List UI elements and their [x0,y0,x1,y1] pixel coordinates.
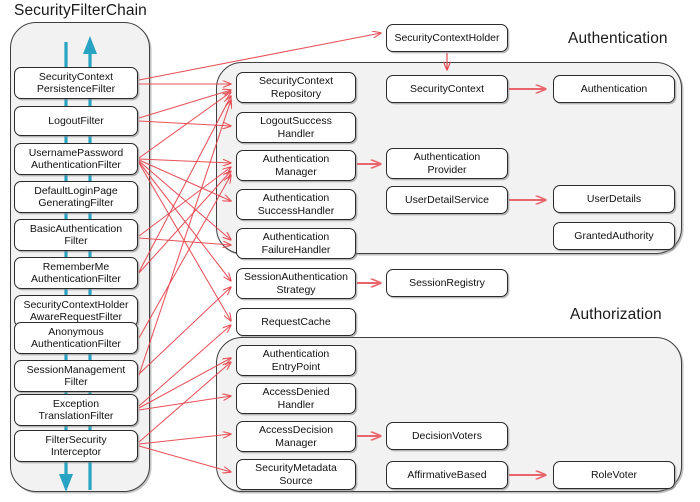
node-etf[interactable]: Exception TranslationFilter [14,394,138,426]
node-baf[interactable]: BasicAuthentication Filter [14,219,138,251]
node-lf[interactable]: LogoutFilter [14,106,138,136]
node-upaf[interactable]: UsernamePassword AuthenticationFilter [14,143,138,175]
node-aep[interactable]: Authentication EntryPoint [236,345,356,376]
node-ud[interactable]: UserDetails [553,185,675,213]
node-sms[interactable]: SecurityMetadata Source [236,459,356,490]
node-schrf[interactable]: SecurityContextHolder AwareRequestFilter [14,295,138,327]
node-ash[interactable]: Authentication SuccessHandler [236,189,356,220]
node-ga[interactable]: GrantedAuthority [553,222,675,250]
node-uds[interactable]: UserDetailService [386,186,508,214]
node-am[interactable]: Authentication Manager [236,150,356,181]
node-ap[interactable]: Authentication Provider [386,148,508,179]
node-afh[interactable]: Authentication FailureHandler [236,228,356,259]
node-fsi[interactable]: FilterSecurity Interceptor [14,430,138,462]
node-aaf[interactable]: Anonymous AuthenticationFilter [14,322,138,354]
authorization-title: Authorization [570,306,662,323]
node-ab[interactable]: AffirmativeBased [386,461,508,489]
node-sr[interactable]: SessionRegistry [386,269,508,297]
node-sch[interactable]: SecurityContextHolder [386,24,508,52]
node-lsh[interactable]: LogoutSuccess Handler [236,112,356,143]
node-smf[interactable]: SessionManagement Filter [14,360,138,392]
node-scpf[interactable]: SecurityContext PersistenceFilter [14,67,138,99]
node-rv[interactable]: RoleVoter [553,461,675,489]
filter-chain-title: SecurityFilterChain [14,2,147,19]
node-dlpgf[interactable]: DefaultLoginPage GeneratingFilter [14,181,138,213]
node-auth[interactable]: Authentication [553,75,675,103]
node-adh[interactable]: AccessDenied Handler [236,383,356,414]
node-rmaf[interactable]: RememberMe AuthenticationFilter [14,257,138,289]
node-sas[interactable]: SessionAuthentication Strategy [236,268,356,299]
node-scr[interactable]: SecurityContext Repository [236,72,356,103]
authentication-title: Authentication [568,30,668,47]
node-sc[interactable]: SecurityContext [386,75,508,103]
node-adm[interactable]: AccessDecision Manager [236,421,356,452]
node-rc[interactable]: RequestCache [236,308,356,336]
node-dv[interactable]: DecisionVoters [386,422,508,450]
